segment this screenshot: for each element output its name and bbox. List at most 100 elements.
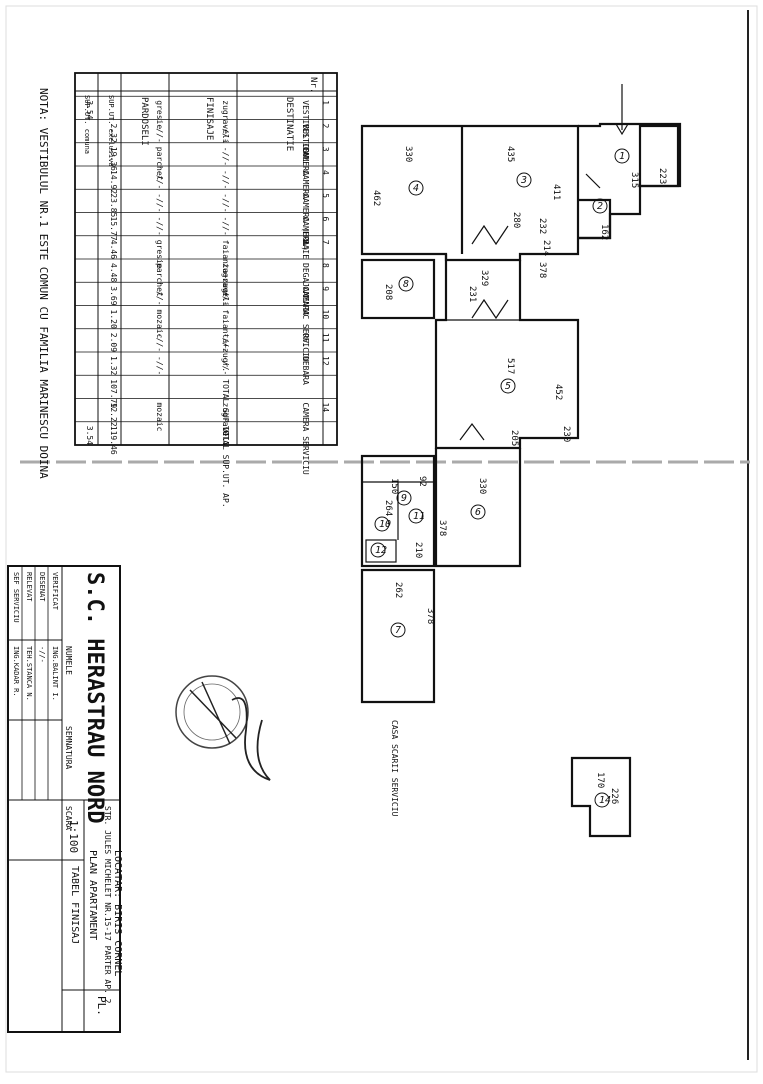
table-header-finisaje: FINISAJE [204, 97, 214, 140]
room-number-circle [398, 276, 414, 292]
table-cell: -//- [155, 193, 164, 212]
room-6-outline [434, 448, 522, 568]
table-cell: -//- [155, 124, 164, 143]
room-number: 8 [403, 279, 409, 290]
table-cell: mozaic [155, 403, 164, 432]
dimension-label: 262 [393, 582, 403, 598]
room-number-circle [614, 148, 630, 164]
table-cell: CAMERA [301, 147, 310, 176]
table-cell: 4 [321, 170, 330, 175]
table-cell: 107.79 [109, 379, 118, 408]
table-cell: faianta+zugr. [221, 240, 230, 303]
table-cell: 2.32 [109, 124, 118, 143]
room-number-circle [516, 172, 532, 188]
room-7-outline [360, 568, 436, 704]
title-role: DESENAT [38, 572, 46, 602]
table-cell: -//- [155, 217, 164, 236]
room-number-circle [592, 198, 608, 214]
table-cell: 12 [321, 356, 330, 366]
table-cell: TOTAL SUP.UT. AP. [221, 426, 230, 508]
note-text: NOTA: VESTIBULUL NR.1 ESTE COMUN CU FAMI… [37, 88, 50, 479]
locatar-group: LOCATAR: BIRIS CORNEL [112, 850, 123, 976]
title-role: VERIFICAT [51, 572, 59, 611]
table-cell: -//- [155, 286, 164, 305]
table-cell: 6 [321, 217, 330, 222]
table-title: TABEL FINISAJ [69, 866, 80, 944]
dimension-label: 378 [437, 520, 447, 536]
dimension-label: 208 [383, 284, 393, 300]
table-cell: CAMARA [301, 286, 310, 315]
room-2-outline [578, 198, 612, 240]
table-header-destinatie: DESTINATIE [284, 97, 294, 151]
table-cell: parchet [155, 147, 164, 181]
dimension-label: 231 [467, 286, 477, 302]
plan-door-marks [459, 84, 629, 441]
table-cell: gresie [155, 240, 164, 269]
room-number: 12 [375, 545, 387, 556]
dimension-label: 223 [657, 168, 667, 184]
table-cell: zugraveli [221, 403, 230, 447]
firm-group: S.C. HERASTRAU NORD [82, 572, 107, 824]
room-number: 3 [520, 175, 527, 186]
room-8-outline [360, 258, 436, 320]
table-cell: 3.69 [109, 286, 118, 305]
room-12-outline [365, 539, 397, 563]
table-cell: -//- [155, 170, 164, 189]
scale-value: 1:100 [67, 820, 80, 853]
table-cell: 2 [321, 124, 330, 129]
room-number: 7 [395, 625, 401, 636]
table-cell: 15.77 [109, 217, 118, 241]
firm-name: S.C. HERASTRAU NORD [82, 572, 107, 824]
sheet-code-group: PL. [95, 996, 108, 1016]
table-cell: 12.22 [109, 403, 118, 427]
table-cell: 5 [321, 193, 330, 198]
dimension-label: 150 [389, 478, 399, 494]
locatar-text: LOCATAR: BIRIS CORNEL [112, 850, 123, 976]
table-cell: -//- [221, 193, 230, 212]
table-cell: gresie [155, 100, 164, 129]
title-person: ING.KADAR R. [12, 646, 20, 697]
room-number: 2 [597, 201, 603, 212]
table-cell: -//- [221, 170, 230, 189]
rooms-9-11-outline [360, 454, 436, 568]
dimension-label: 330 [477, 478, 487, 494]
table-cell: 1.20 [109, 310, 118, 329]
stamp [175, 675, 249, 749]
table-cell: 14 [321, 403, 330, 413]
room-number: 5 [505, 381, 511, 392]
table-header-exclusiva: SUP.UT. exclusiva [107, 95, 115, 167]
dimension-label: 315 [629, 172, 639, 188]
room-number: 11 [413, 511, 425, 522]
dimension-label: 462 [371, 190, 381, 206]
note-block: NOTA: VESTIBULUL NR.1 ESTE COMUN CU FAMI… [37, 88, 50, 479]
dimension-label: 378 [425, 608, 435, 624]
col-name-group: NUMELE [64, 646, 73, 675]
table-cell: TOTAL SUP.UT. [221, 379, 230, 442]
dimension-label: 280 [511, 212, 521, 228]
table-cell: -//- [155, 333, 164, 352]
scale-group: 1:100 [67, 820, 80, 853]
dimension-label: 435 [505, 146, 515, 162]
table-cell: CAMERA [301, 170, 310, 199]
table-cell: 1.32 [109, 356, 118, 375]
room-number-circle [374, 516, 390, 532]
dimension-label: 205 [509, 430, 519, 446]
room-number-circle [408, 508, 424, 524]
title-role: RELEVAT [25, 572, 33, 602]
table-cell: 9 [321, 286, 330, 291]
table-header-nr: Nr. [308, 77, 318, 93]
room-number: 14 [599, 795, 611, 806]
room-number-circle [408, 180, 424, 196]
table-cell: -//- [221, 147, 230, 166]
dimension-label: 264 [383, 500, 393, 516]
room-14-outline [570, 756, 632, 838]
table-cell: VESTIBUL COM. [301, 100, 310, 163]
table-cell: 14.92 [109, 170, 118, 194]
scale-label: SCARA [64, 806, 73, 830]
paper-border [5, 5, 758, 1073]
table-cell: -//- [221, 333, 230, 352]
